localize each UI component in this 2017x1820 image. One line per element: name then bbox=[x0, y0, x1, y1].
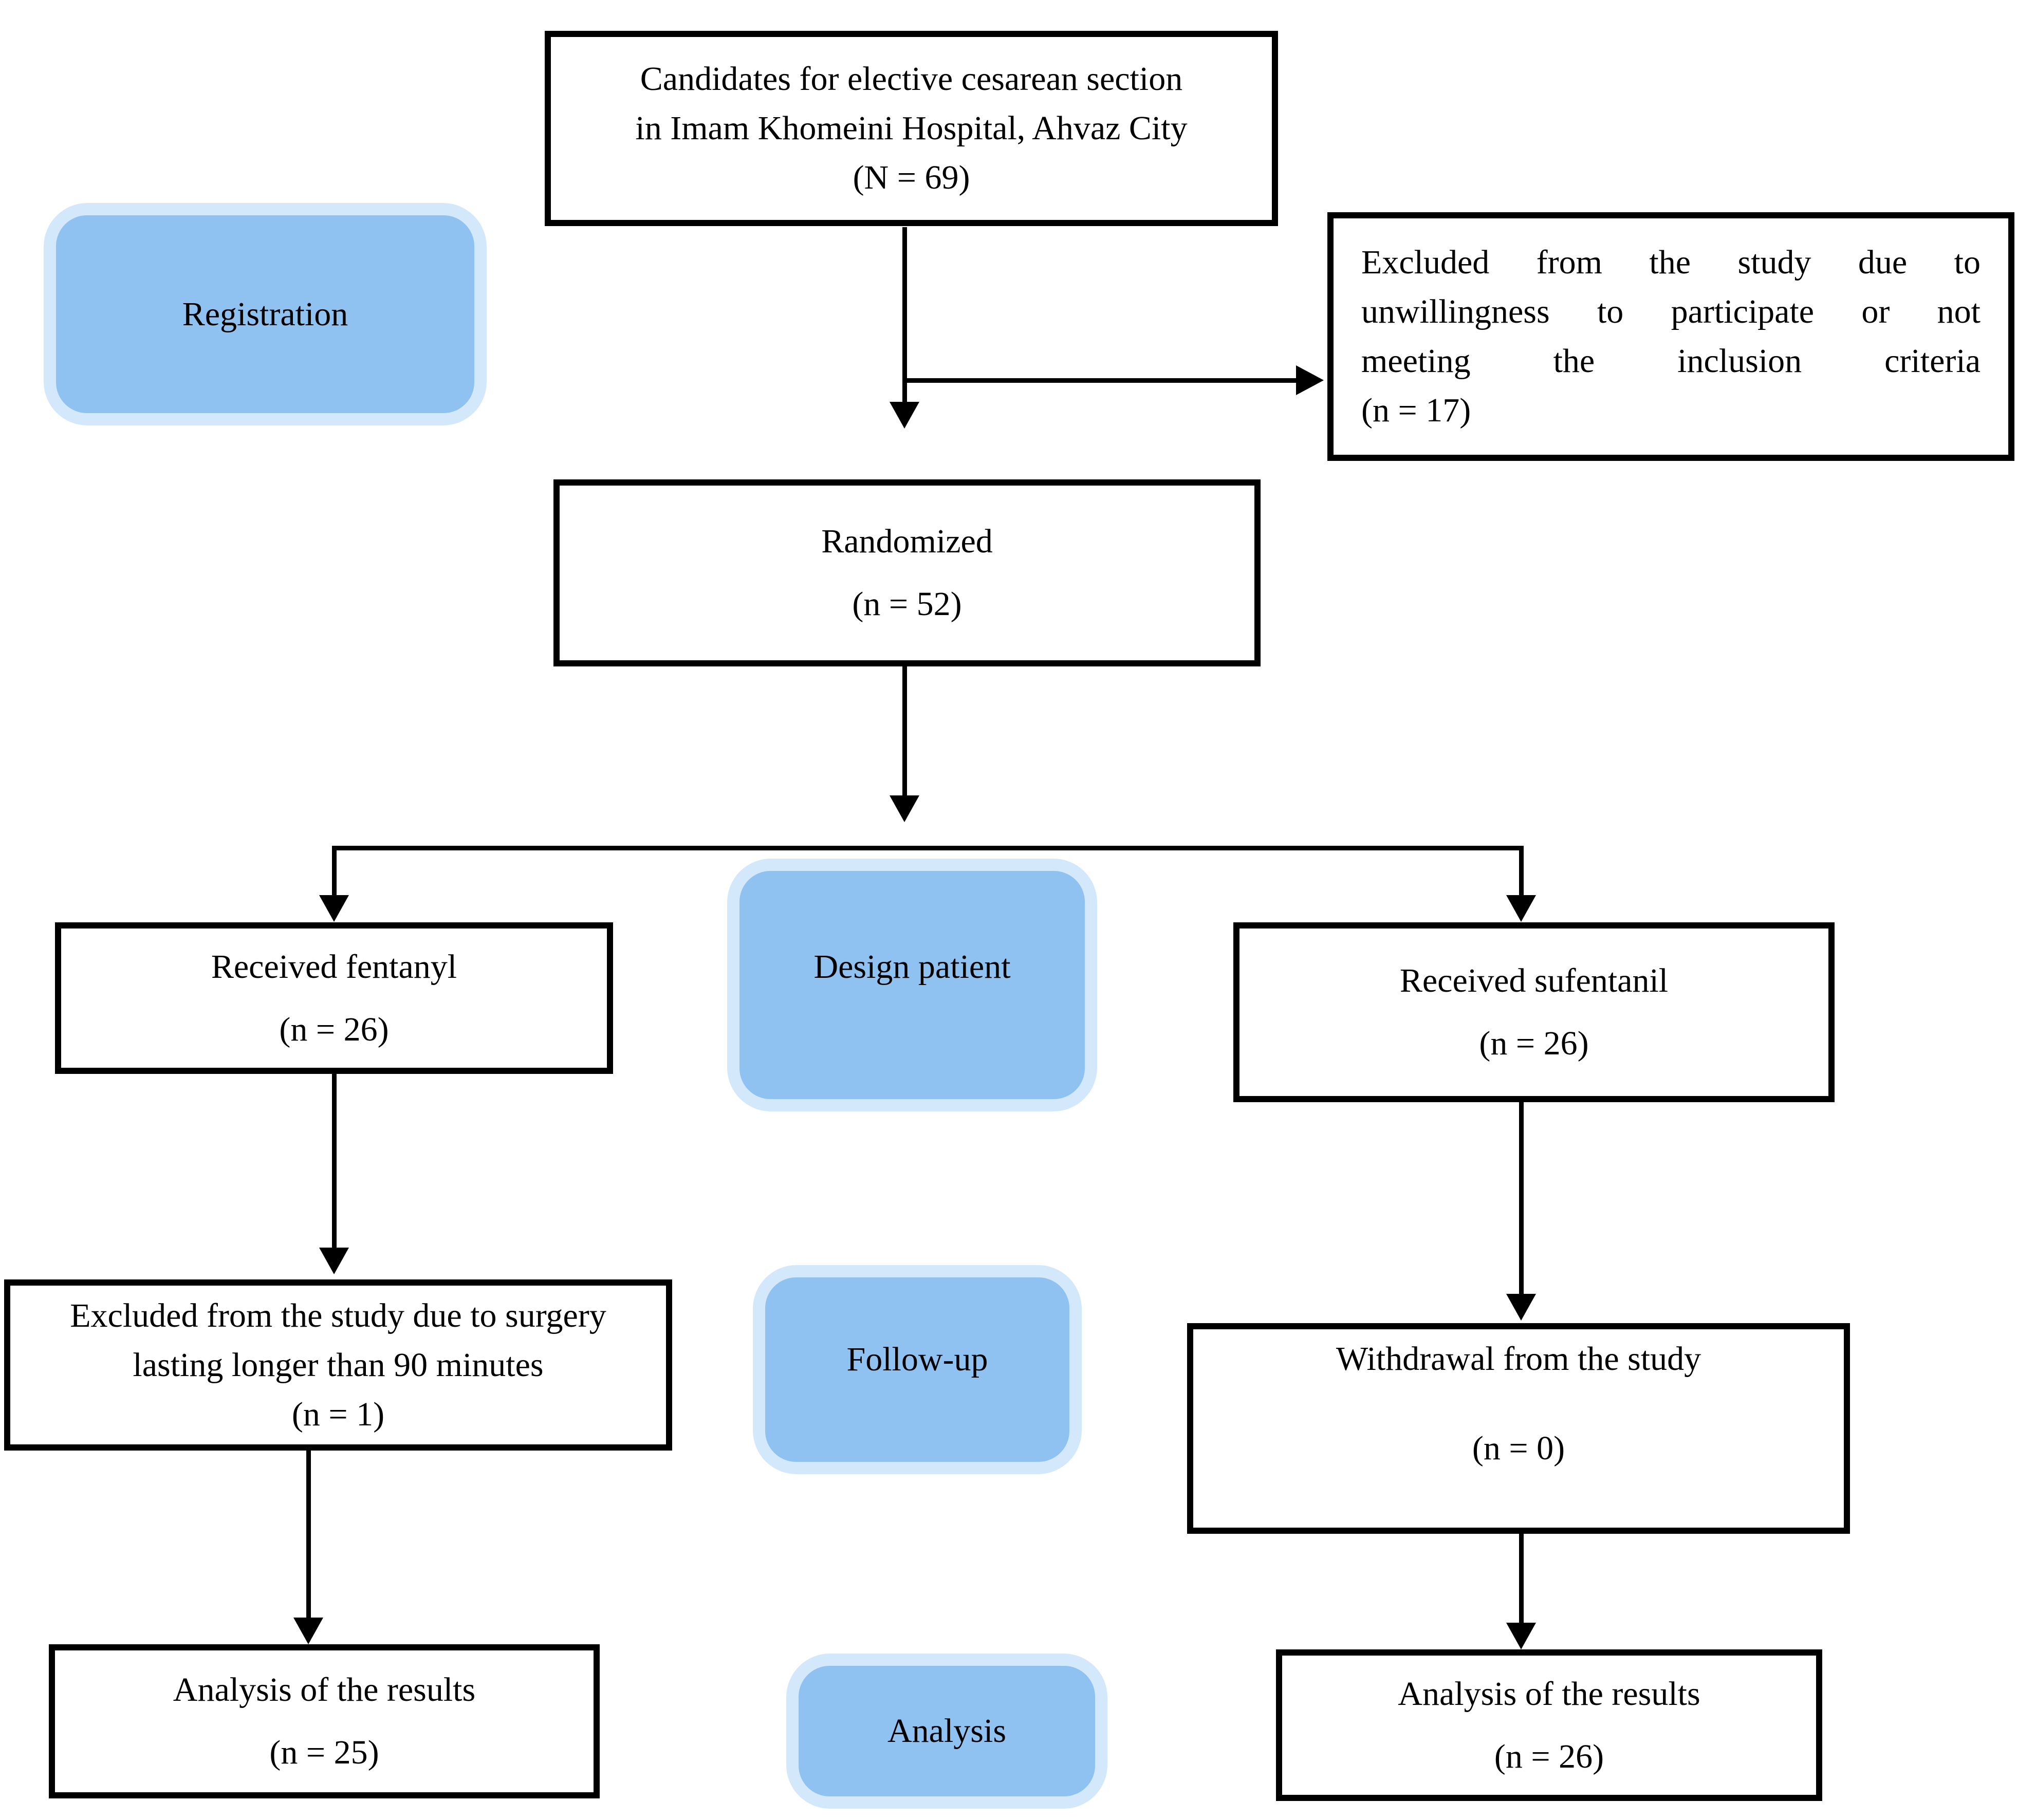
node-randomized: Randomized (n = 52) bbox=[553, 479, 1261, 666]
arrowhead-to-withdrawal bbox=[1506, 1294, 1536, 1321]
connector-withdrawal-down bbox=[1519, 1534, 1524, 1624]
text-line: lasting longer than 90 minutes bbox=[133, 1346, 544, 1384]
stage-label-design: Design patient bbox=[727, 859, 1097, 1111]
text-line: Analysis of the results bbox=[173, 1671, 476, 1708]
stage-label-inner: Design patient bbox=[739, 871, 1085, 1099]
node-withdrawal: Withdrawal from the study (n = 0) bbox=[1187, 1323, 1850, 1534]
stage-label-analysis: Analysis bbox=[786, 1654, 1107, 1809]
text-line: Analysis of the results bbox=[1398, 1675, 1700, 1713]
text-line: (n = 52) bbox=[852, 585, 962, 623]
text-line: meeting the inclusion criteria bbox=[1361, 342, 1981, 380]
connector-split-bar bbox=[332, 846, 1524, 850]
text-line: in Imam Khomeini Hospital, Ahvaz City bbox=[635, 109, 1188, 147]
stage-label-inner: Registration bbox=[56, 215, 474, 413]
node-received-fentanyl: Received fentanyl (n = 26) bbox=[55, 922, 613, 1074]
text-line: (N = 69) bbox=[853, 159, 970, 196]
text-line: (n = 0) bbox=[1472, 1429, 1565, 1467]
node-candidates: Candidates for elective cesarean section… bbox=[545, 31, 1278, 226]
text-line: (n = 26) bbox=[279, 1010, 389, 1048]
text-line: Follow-up bbox=[846, 1340, 988, 1378]
connector-fentanyl-down bbox=[332, 1074, 337, 1249]
text-line: Received sufentanil bbox=[1399, 962, 1669, 999]
arrowhead-to-analysis-sufentanil bbox=[1506, 1623, 1536, 1649]
arrowhead-to-randomized bbox=[890, 402, 919, 429]
text-line: Randomized bbox=[821, 523, 993, 560]
arrowhead-to-analysis-fentanyl bbox=[293, 1618, 323, 1644]
text-line: Withdrawal from the study bbox=[1336, 1340, 1701, 1378]
text-line: Excluded from the study due to bbox=[1361, 244, 1981, 281]
arrowhead-to-fentanyl bbox=[319, 895, 349, 922]
node-analysis-sufentanil: Analysis of the results (n = 26) bbox=[1276, 1649, 1822, 1801]
connector-exclusion-branch bbox=[902, 378, 1296, 383]
arrowhead-to-sufentanil bbox=[1506, 895, 1536, 922]
connector-split-right-drop bbox=[1519, 846, 1524, 896]
text-line: (n = 17) bbox=[1361, 392, 1471, 429]
node-excluded-surgery: Excluded from the study due to surgery l… bbox=[4, 1279, 672, 1451]
arrowhead-to-split bbox=[890, 795, 919, 822]
text-line: Design patient bbox=[813, 948, 1011, 986]
stage-label-inner: Follow-up bbox=[765, 1277, 1069, 1462]
node-excluded-registration: Excluded from the study due to unwilling… bbox=[1327, 212, 2014, 461]
stage-label-registration: Registration bbox=[44, 203, 487, 425]
text-line: (n = 26) bbox=[1479, 1025, 1589, 1062]
text-line: (n = 26) bbox=[1494, 1737, 1604, 1775]
stage-label-follow-up: Follow-up bbox=[753, 1265, 1082, 1474]
text-line: Excluded from the study due to surgery bbox=[70, 1296, 606, 1334]
text-line: Received fentanyl bbox=[211, 948, 457, 986]
connector-candidates-down bbox=[902, 227, 907, 402]
arrowhead-to-excluded-registration bbox=[1296, 365, 1324, 395]
connector-split-left-drop bbox=[332, 846, 337, 896]
stage-label-inner: Analysis bbox=[799, 1666, 1095, 1796]
text-line: unwillingness to participate or not bbox=[1361, 293, 1981, 330]
text-line: Analysis bbox=[887, 1712, 1006, 1750]
text-line: (n = 25) bbox=[269, 1734, 379, 1771]
node-received-sufentanil: Received sufentanil (n = 26) bbox=[1233, 922, 1835, 1102]
connector-excluded-surgery-down bbox=[306, 1451, 311, 1619]
node-analysis-fentanyl: Analysis of the results (n = 25) bbox=[49, 1644, 600, 1798]
text-line: Registration bbox=[182, 295, 348, 333]
text-line: (n = 1) bbox=[291, 1395, 385, 1433]
arrowhead-to-excluded-surgery bbox=[319, 1248, 349, 1274]
connector-randomized-down bbox=[902, 666, 907, 795]
text-line: Candidates for elective cesarean section bbox=[640, 60, 1183, 98]
connector-sufentanil-down bbox=[1519, 1102, 1524, 1295]
